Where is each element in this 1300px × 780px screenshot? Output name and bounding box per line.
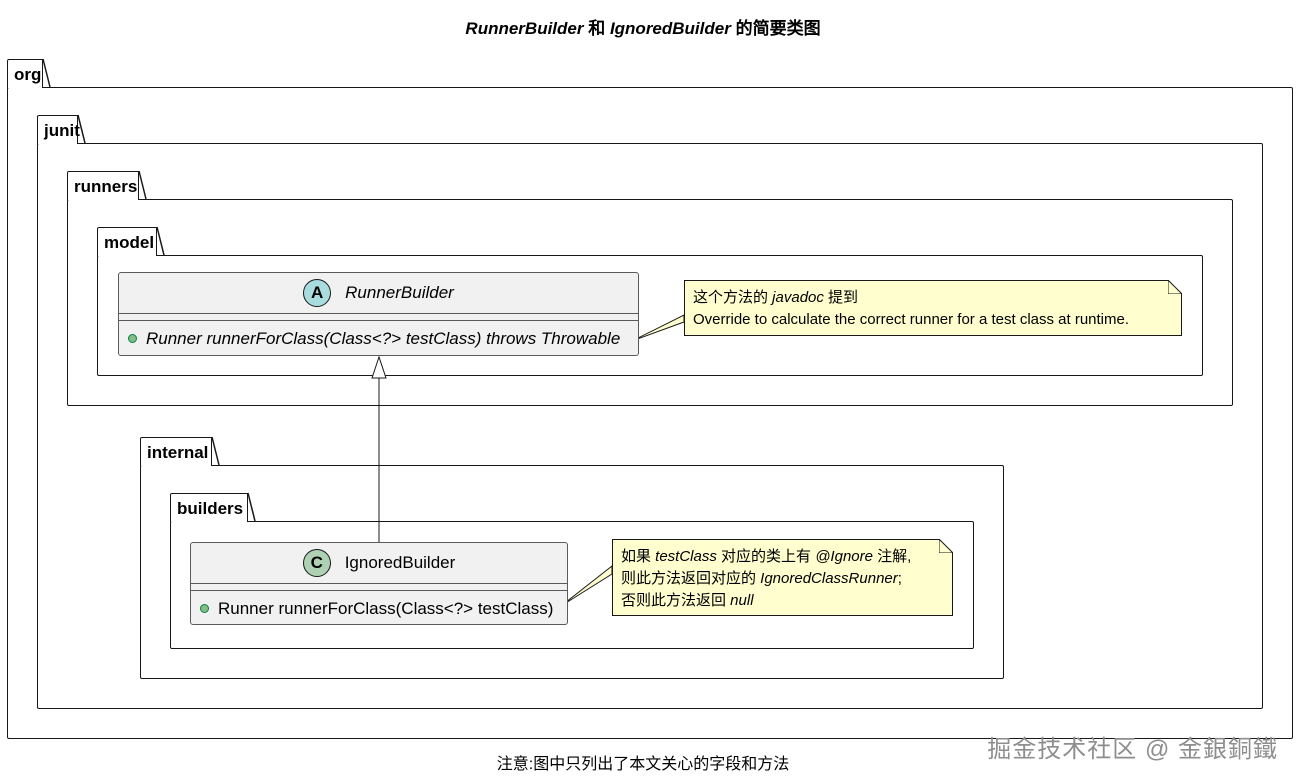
diagram-title: RunnerBuilder 和 IgnoredBuilder 的简要类图	[0, 14, 1286, 39]
package-builders-body	[170, 521, 974, 649]
abstract-badge-icon: A	[303, 279, 332, 307]
class-badge-letter: C	[310, 553, 323, 572]
package-runners-tab-edge	[138, 170, 147, 200]
title-ignored-builder: IgnoredBuilder	[609, 19, 731, 38]
note1-line1: 这个方法的 javadoc 提到	[693, 289, 859, 306]
package-runners-tab: runners	[67, 171, 139, 200]
runner-builder-method-signature: Runner runnerForClass(Class<?> testClass…	[146, 328, 621, 348]
note2-line3: 否则此方法返回 null	[621, 592, 754, 609]
title-and: 和	[583, 19, 610, 38]
package-runners-body	[67, 199, 1233, 406]
public-visibility-icon	[200, 604, 209, 613]
package-model-label: model	[104, 233, 155, 252]
public-visibility-icon	[128, 334, 137, 343]
diagram-footer-note: 注意:图中只列出了本文关心的字段和方法	[496, 756, 790, 773]
package-junit-tab-edge	[77, 114, 86, 144]
package-junit-label: junit	[44, 121, 80, 140]
class-ignored-builder-fields	[191, 584, 567, 591]
inheritance-arrowhead	[371, 355, 387, 379]
note2-line1: 如果 testClass 对应的类上有 @Ignore 注解,	[621, 548, 912, 565]
note-ignored-runner: 如果 testClass 对应的类上有 @Ignore 注解, 则此方法返回对应…	[612, 539, 953, 616]
note2-line2: 则此方法返回对应的 IgnoredClassRunner;	[621, 570, 902, 587]
package-internal-body	[140, 465, 1004, 679]
class-runner-builder-name: RunnerBuilder	[345, 283, 454, 302]
class-runner-builder[interactable]: A RunnerBuilder Runner runnerForClass(Cl…	[118, 272, 639, 356]
class-runner-builder-header: A RunnerBuilder	[119, 273, 638, 314]
package-junit-body	[37, 143, 1263, 709]
ignored-builder-method-signature: Runner runnerForClass(Class<?> testClass…	[218, 598, 554, 618]
title-runner-builder: RunnerBuilder	[465, 19, 584, 38]
class-ignored-builder[interactable]: C IgnoredBuilder Runner runnerForClass(C…	[190, 542, 568, 625]
package-builders-tab: builders	[170, 493, 248, 522]
package-junit-tab: junit	[37, 115, 80, 144]
class-ignored-builder-method: Runner runnerForClass(Class<?> testClass…	[191, 591, 567, 626]
package-model-body	[97, 255, 1203, 376]
package-org-body	[7, 87, 1293, 739]
class-runner-builder-fields	[119, 314, 638, 321]
note1-line2: Override to calculate the correct runner…	[693, 311, 1130, 328]
package-org-tab-edge	[42, 58, 51, 88]
note-fold-icon	[1168, 280, 1182, 294]
package-org-tab: org	[7, 59, 43, 88]
package-internal-tab-edge	[211, 436, 220, 466]
note-fold-icon	[939, 539, 953, 553]
abstract-badge-letter: A	[311, 283, 324, 302]
note2-connector	[560, 564, 613, 607]
class-ignored-builder-name: IgnoredBuilder	[344, 553, 456, 572]
package-builders-label: builders	[177, 499, 244, 518]
class-runner-builder-method: Runner runnerForClass(Class<?> testClass…	[119, 321, 638, 356]
package-model-tab-edge	[156, 226, 165, 256]
package-model-tab: model	[97, 227, 157, 256]
class-badge-icon: C	[302, 549, 331, 577]
watermark: 掘金技术社区 @ 金銀銅鐵	[987, 736, 1278, 763]
package-builders-tab-edge	[247, 492, 256, 522]
class-ignored-builder-header: C IgnoredBuilder	[191, 543, 567, 584]
note-javadoc: 这个方法的 javadoc 提到 Override to calculate t…	[684, 280, 1182, 336]
package-runners-label: runners	[74, 177, 138, 196]
note1-connector	[631, 314, 685, 342]
package-internal-label: internal	[147, 443, 209, 462]
package-org-label: org	[14, 65, 42, 84]
title-suffix: 的简要类图	[730, 19, 821, 38]
package-internal-tab: internal	[140, 437, 212, 466]
